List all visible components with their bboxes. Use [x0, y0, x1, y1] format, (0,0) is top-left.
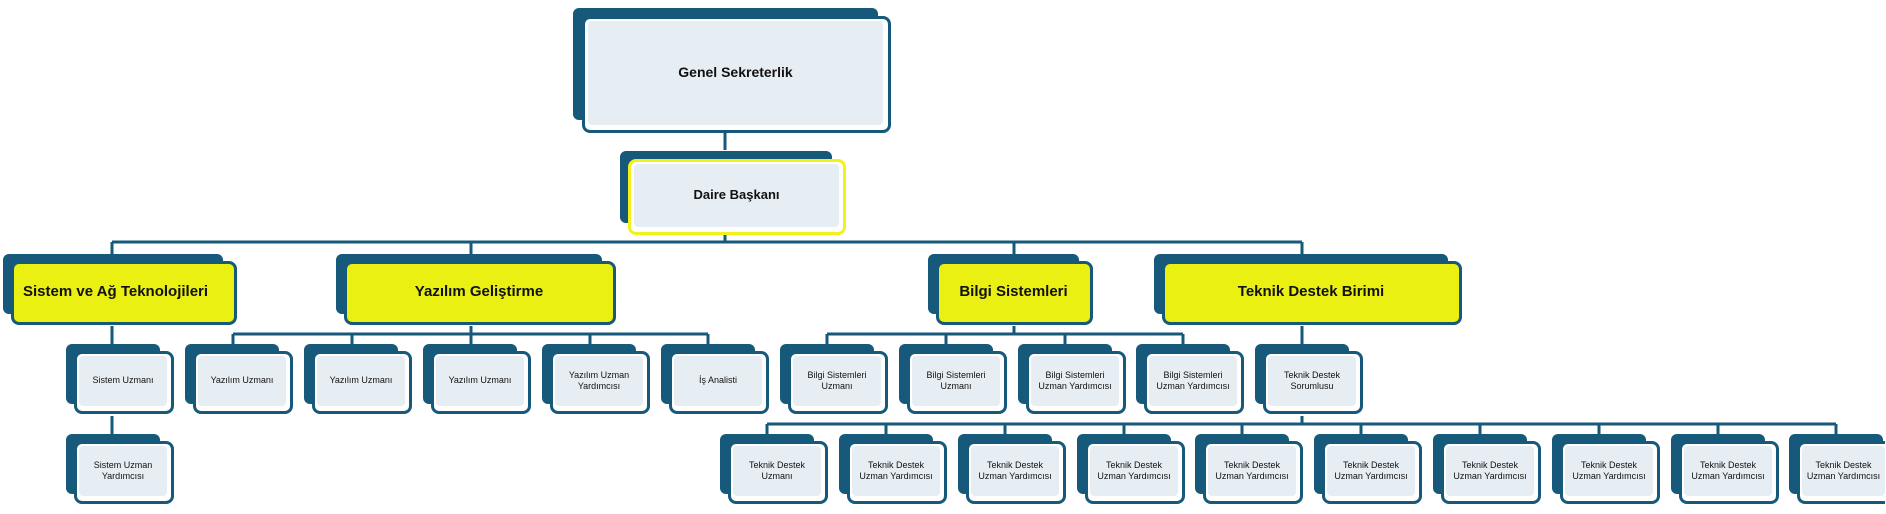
node-sistem-uzman-yardimcisi: Sistem Uzman Yardımcısı	[66, 434, 174, 504]
node-teknik-destek-birimi: Teknik Destek Birimi	[1154, 254, 1462, 325]
node-label: Teknik Destek Uzman Yardımcısı	[1090, 446, 1178, 496]
node-label: İş Analisti	[674, 356, 762, 406]
node-label: Bilgi Sistemleri Uzman Yardımcısı	[1031, 356, 1119, 406]
node-label: Teknik Destek Uzman Yardımcısı	[1446, 446, 1534, 496]
node-yazilim-uzmani: Yazılım Uzmanı	[185, 344, 293, 414]
node-label: Teknik Destek Uzman Yardımcısı	[971, 446, 1059, 496]
node-is-analisti: İş Analisti	[661, 344, 769, 414]
node-bilgi-sistemleri-uzman-yardimcisi: Bilgi Sistemleri Uzman Yardımcısı	[1136, 344, 1244, 414]
node-label: Daire Başkanı	[634, 164, 839, 227]
node-teknik-destek-sorumlusu: Teknik Destek Sorumlusu	[1255, 344, 1363, 414]
node-teknik-destek-uzman-yardimcisi: Teknik Destek Uzman Yardımcısı	[1671, 434, 1779, 504]
node-teknik-destek-uzman-yardimcisi: Teknik Destek Uzman Yardımcısı	[1195, 434, 1303, 504]
node-label: Bilgi Sistemleri Uzmanı	[912, 356, 1000, 406]
node-teknik-destek-uzman-yardimcisi: Teknik Destek Uzman Yardımcısı	[958, 434, 1066, 504]
node-daire-baskani: Daire Başkanı	[620, 151, 846, 235]
node-label: Teknik Destek Uzman Yardımcısı	[1802, 446, 1885, 496]
node-label: Genel Sekreterlik	[588, 21, 883, 125]
node-bilgi-sistemleri-uzman-yardimcisi: Bilgi Sistemleri Uzman Yardımcısı	[1018, 344, 1126, 414]
node-label: Sistem Uzman Yardımcısı	[79, 446, 167, 496]
node-label: Teknik Destek Uzmanı	[733, 446, 821, 496]
node-genel-sekreterlik: Genel Sekreterlik	[573, 8, 891, 133]
node-label: Yazılım Uzmanı	[198, 356, 286, 406]
node-teknik-destek-uzman-yardimcisi: Teknik Destek Uzman Yardımcısı	[1552, 434, 1660, 504]
node-bilgi-sistemleri-uzmani: Bilgi Sistemleri Uzmanı	[899, 344, 1007, 414]
node-label: Teknik Destek Birimi	[1167, 266, 1455, 318]
node-teknik-destek-uzman-yardimcisi: Teknik Destek Uzman Yardımcısı	[839, 434, 947, 504]
node-label: Bilgi Sistemleri	[941, 266, 1086, 318]
node-yazilim-uzmani: Yazılım Uzmanı	[423, 344, 531, 414]
node-yazilim-gelistirme: Yazılım Geliştirme	[336, 254, 616, 325]
node-label: Teknik Destek Uzman Yardımcısı	[1565, 446, 1653, 496]
node-teknik-destek-uzmani: Teknik Destek Uzmanı	[720, 434, 828, 504]
node-label: Sistem Uzmanı	[79, 356, 167, 406]
node-teknik-destek-uzman-yardimcisi: Teknik Destek Uzman Yardımcısı	[1314, 434, 1422, 504]
node-sistem-ag-teknolojileri: Sistem ve Ağ Teknolojileri	[3, 254, 237, 325]
node-label: Bilgi Sistemleri Uzman Yardımcısı	[1149, 356, 1237, 406]
node-label: Yazılım Uzmanı	[436, 356, 524, 406]
node-label: Yazılım Uzman Yardımcısı	[555, 356, 643, 406]
node-label: Teknik Destek Sorumlusu	[1268, 356, 1356, 406]
node-label: Teknik Destek Uzman Yardımcısı	[852, 446, 940, 496]
node-sistem-uzmani: Sistem Uzmanı	[66, 344, 174, 414]
node-label: Teknik Destek Uzman Yardımcısı	[1327, 446, 1415, 496]
node-label: Bilgi Sistemleri Uzmanı	[793, 356, 881, 406]
node-label: Sistem ve Ağ Teknolojileri	[15, 266, 229, 318]
node-teknik-destek-uzman-yardimcisi: Teknik Destek Uzman Yardımcısı	[1789, 434, 1885, 504]
node-teknik-destek-uzman-yardimcisi: Teknik Destek Uzman Yardımcısı	[1433, 434, 1541, 504]
node-yazilim-uzmani: Yazılım Uzmanı	[304, 344, 412, 414]
node-bilgi-sistemleri-uzmani: Bilgi Sistemleri Uzmanı	[780, 344, 888, 414]
node-label: Teknik Destek Uzman Yardımcısı	[1208, 446, 1296, 496]
node-teknik-destek-uzman-yardimcisi: Teknik Destek Uzman Yardımcısı	[1077, 434, 1185, 504]
node-label: Yazılım Geliştirme	[349, 266, 609, 318]
node-label: Teknik Destek Uzman Yardımcısı	[1684, 446, 1772, 496]
node-bilgi-sistemleri: Bilgi Sistemleri	[928, 254, 1093, 325]
node-label: Yazılım Uzmanı	[317, 356, 405, 406]
node-yazilim-uzman-yardimcisi: Yazılım Uzman Yardımcısı	[542, 344, 650, 414]
